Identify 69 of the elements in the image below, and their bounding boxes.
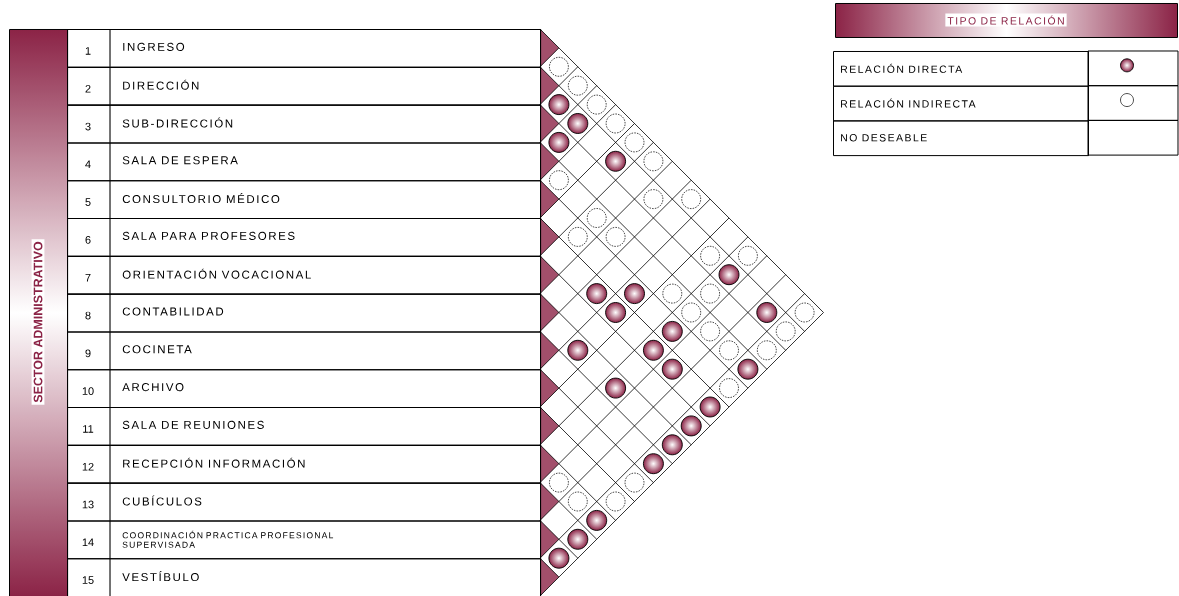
relation-circle (699, 396, 721, 418)
relation-circle (700, 321, 720, 342)
relation-circle (605, 113, 626, 134)
relation-circle (718, 264, 740, 286)
relation-circle (680, 415, 702, 437)
relation-circle (775, 321, 796, 342)
legend-cell: NO DESEABLE (833, 120, 1089, 157)
table-row: 14 COORDINACIÓN PRACTICA PROFESIONAL SUPERVISADA (67, 519, 542, 560)
relation-circle (661, 358, 683, 380)
relation-circle (548, 94, 570, 116)
table-row: 15 VESTÍBULO (67, 557, 542, 596)
relation-circle (700, 245, 720, 266)
relation-circle (605, 227, 626, 247)
relation-circle (681, 302, 702, 323)
table-row: 7 ORIENTACIÓN VOCACIONAL (67, 255, 542, 295)
relation-circle (642, 339, 664, 361)
table-row: 10 ARCHIVO (67, 368, 542, 409)
relation-circle (738, 245, 758, 266)
relation-circle (567, 491, 588, 512)
relation-circle (567, 113, 589, 134)
relation-circle (624, 283, 645, 305)
relation-circle (605, 150, 627, 172)
relation-circle (756, 302, 778, 323)
table-row: 11 SALA DE REUNIONES (67, 406, 542, 446)
relation-circle (756, 340, 777, 361)
relation-circle (700, 283, 720, 304)
relation-circle (549, 170, 569, 191)
table-row: 3 SUB-DIRECCIÓN (67, 104, 542, 144)
relation-circle (567, 227, 588, 247)
relation-circle (624, 472, 645, 493)
table-row: 12 RECEPCIÓN INFORMACIÓN (67, 444, 542, 484)
relation-circle (567, 75, 588, 96)
relation-circle (567, 339, 589, 361)
table-row: 2 DIRECCIÓN (67, 66, 542, 106)
table-row: 4 SALA DE ESPERA (67, 141, 542, 182)
relation-circle (549, 472, 569, 493)
table-row: 8 CONTABILIDAD (67, 293, 542, 333)
relation-circle (549, 56, 569, 77)
relation-circle (567, 528, 589, 550)
table-row: 1 INGRESO (67, 28, 542, 68)
table-row: 6 SALA PARA PROFESORES (67, 217, 542, 257)
sector-band: SECTOR ADMINISTRATIVO (9, 29, 68, 596)
relation-circle (661, 434, 683, 456)
relation-circle (586, 283, 608, 305)
legend-cell: RELACIÓN INDIRECTA (833, 85, 1089, 122)
relation-circle (719, 340, 739, 361)
relation-circle (548, 547, 570, 569)
relation-circle (737, 358, 759, 380)
relation-circle (605, 302, 627, 323)
relation-circle (794, 302, 815, 323)
relation-circle (586, 208, 607, 228)
table-row: 13 CUBÍCULOS (67, 482, 542, 522)
relation-circle (624, 132, 645, 153)
table-row: 5 CONSULTORIO MÉDICO (67, 179, 542, 220)
relation-circle (643, 189, 664, 209)
legend-header: TIPO DE RELACIÓN (835, 3, 1178, 38)
relation-circle (642, 453, 664, 475)
relation-circle (586, 509, 608, 531)
relation-circle (605, 377, 627, 399)
relation-circle (605, 491, 626, 512)
relation-circle (662, 283, 683, 304)
relation-circle (643, 151, 664, 172)
relation-circle (681, 189, 702, 209)
relation-circle (661, 320, 683, 342)
table-row: 9 COCINETA (67, 330, 542, 371)
relation-circle (586, 94, 607, 115)
relation-circle (548, 131, 570, 153)
relation-circle (719, 378, 739, 398)
legend-cell: RELACIÓN DIRECTA (833, 51, 1089, 87)
